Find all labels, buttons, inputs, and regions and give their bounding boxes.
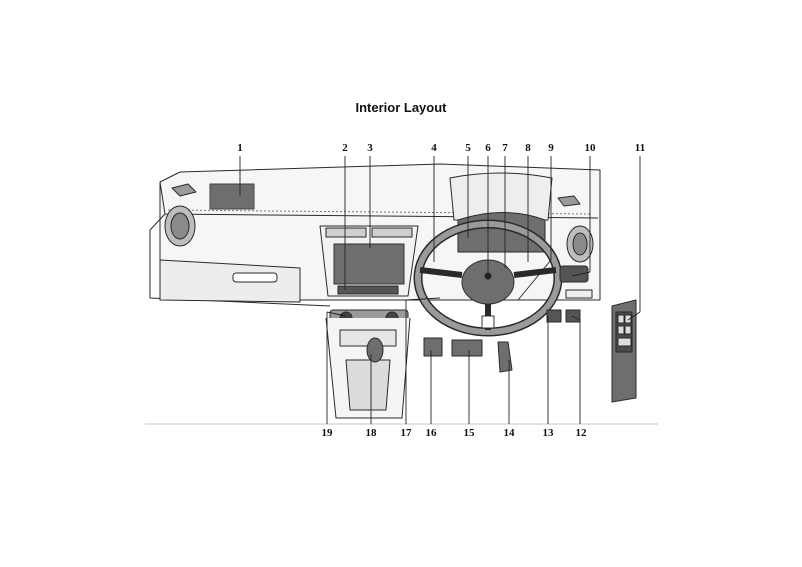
leader-lines [239, 156, 641, 424]
gear-lever-icon [366, 337, 384, 363]
callout-3: 3 [367, 142, 373, 154]
window-switch-pack [611, 299, 637, 403]
callout-12: 12 [575, 427, 587, 439]
lower-dash-switches [546, 309, 581, 323]
callout-10: 10 [584, 142, 596, 154]
center-tunnel [325, 317, 411, 419]
callout-14: 14 [503, 427, 515, 439]
clutch-pedal [423, 337, 443, 357]
callout-1: 1 [237, 142, 243, 154]
accelerator-pedal [497, 341, 513, 373]
callout-16: 16 [425, 427, 437, 439]
callout-8: 8 [525, 142, 531, 154]
callout-11: 11 [634, 142, 646, 154]
callout-9: 9 [548, 142, 554, 154]
page-title: Interior Layout [355, 100, 447, 115]
light-switch-panel [559, 265, 593, 299]
passenger-airbag-panel [209, 183, 255, 210]
callout-5: 5 [465, 142, 471, 154]
callout-2: 2 [342, 142, 348, 154]
callout-13: 13 [542, 427, 554, 439]
callout-17: 17 [400, 427, 412, 439]
callout-15: 15 [463, 427, 475, 439]
hazard-switch-panel [337, 285, 399, 295]
callout-18: 18 [365, 427, 377, 439]
pedals [423, 337, 513, 373]
callout-7: 7 [502, 142, 508, 154]
left-air-vent-icon [164, 183, 197, 247]
infotainment-screen [319, 225, 419, 297]
brake-pedal [451, 339, 483, 357]
callout-6: 6 [485, 142, 491, 154]
glovebox [159, 259, 301, 303]
callout-4: 4 [431, 142, 437, 154]
right-air-vent-icon [557, 195, 594, 263]
callout-19: 19 [321, 427, 333, 439]
